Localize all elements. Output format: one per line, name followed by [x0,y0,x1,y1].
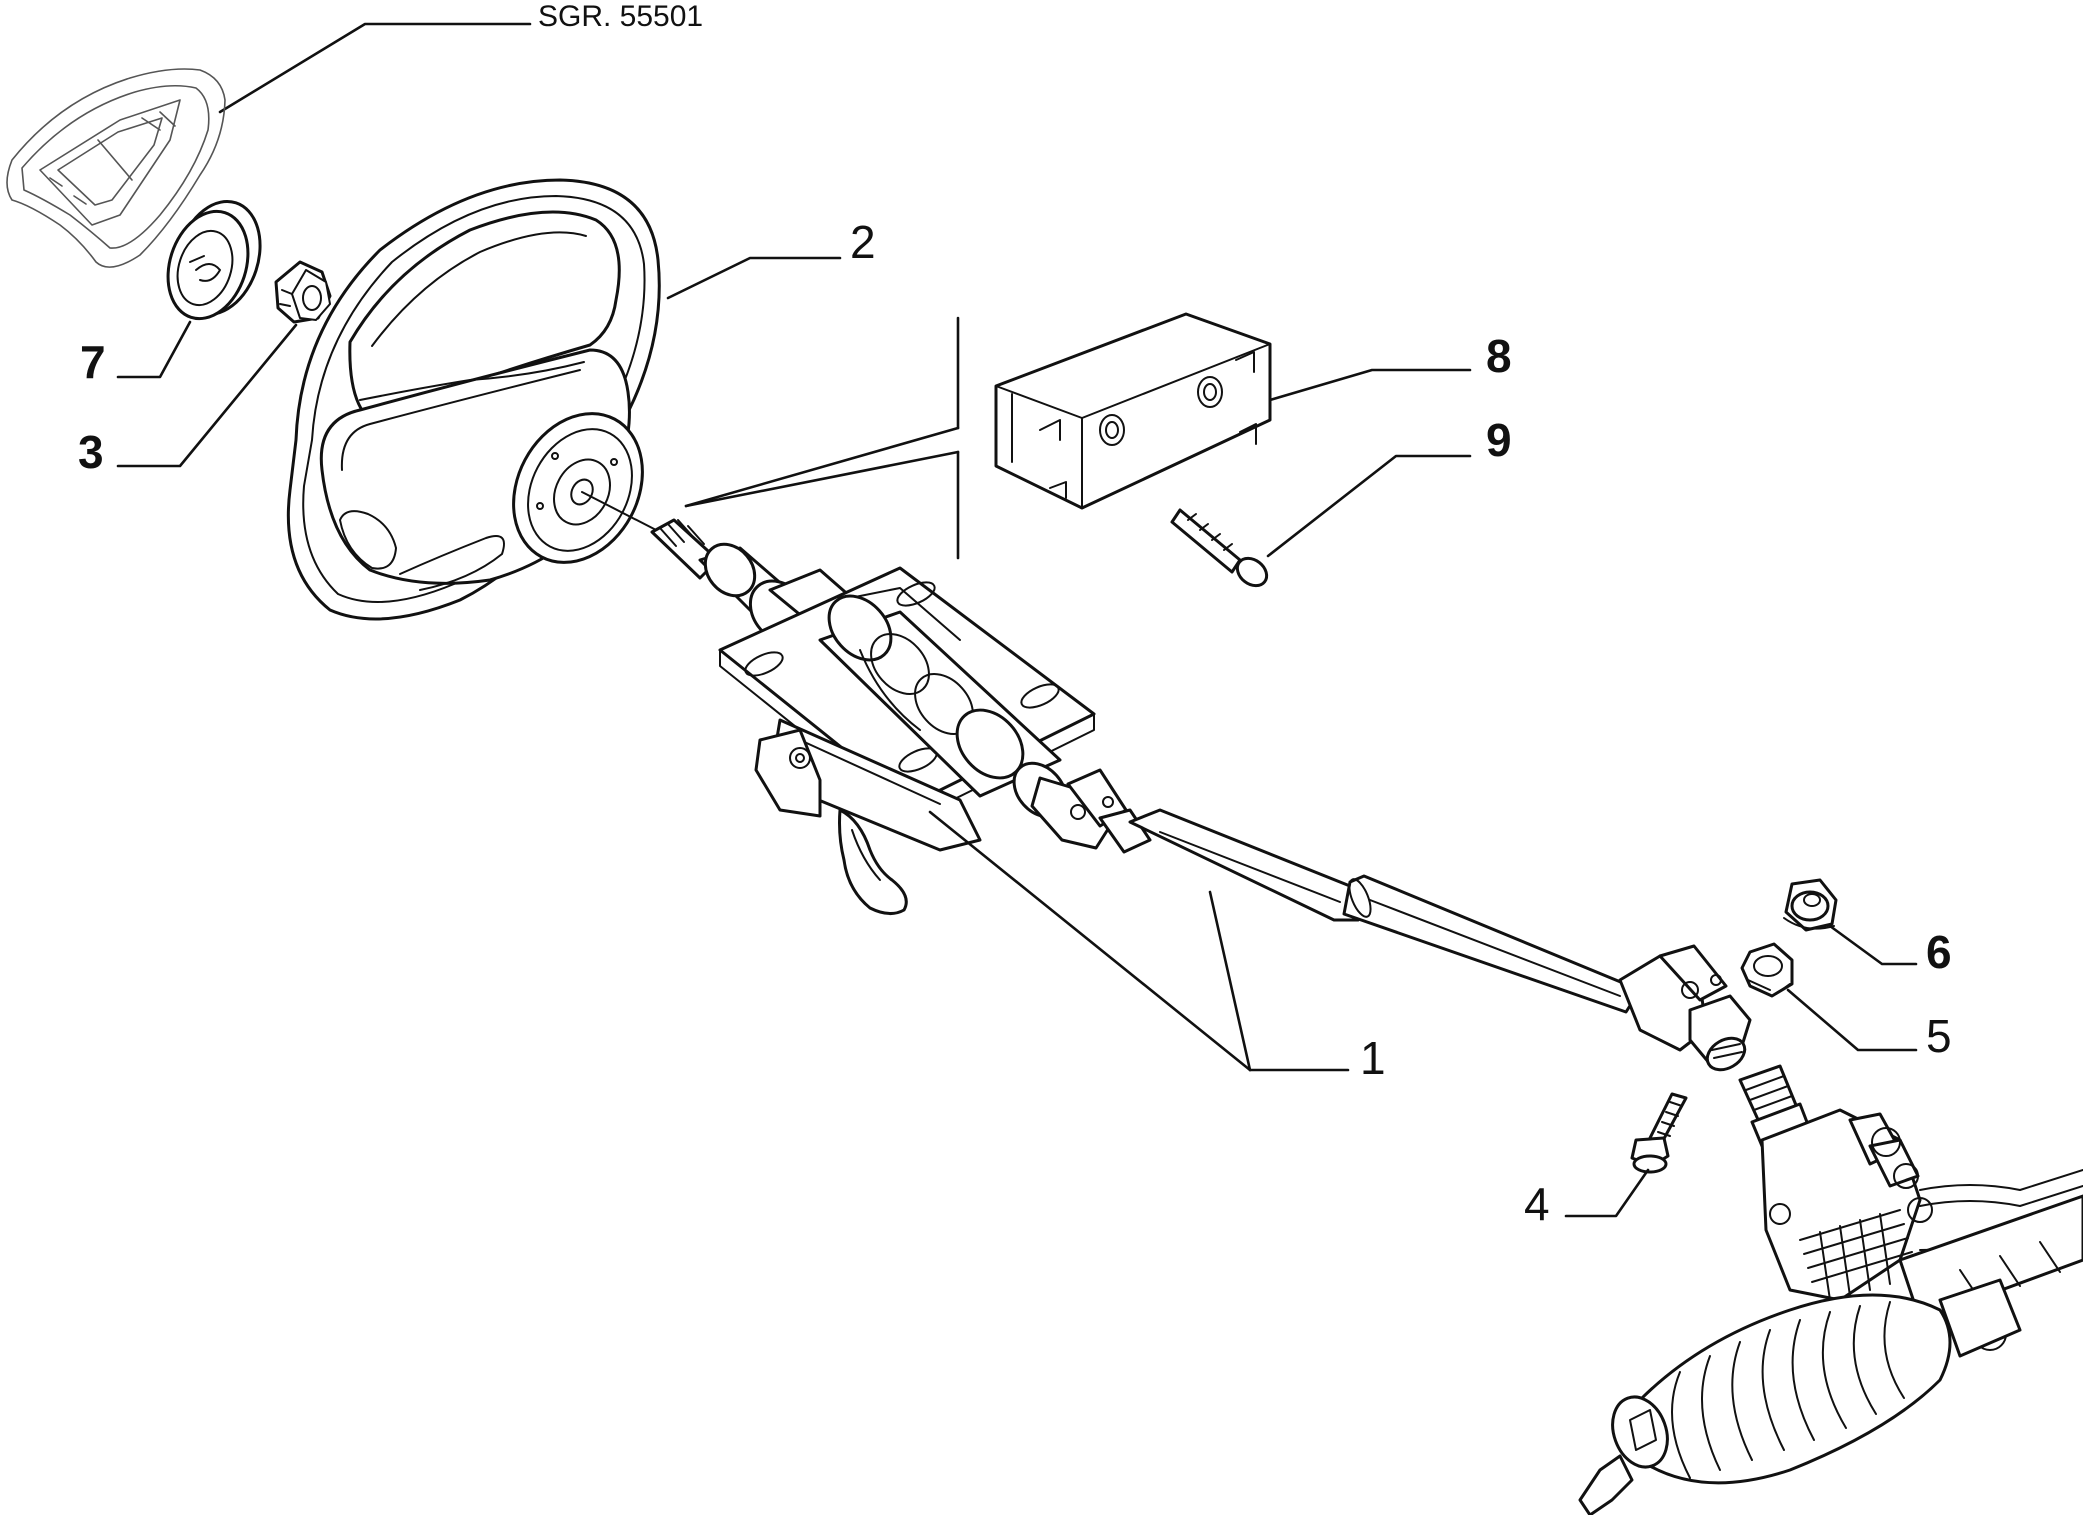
callout-4: 4 [1524,1178,1550,1230]
callout-5: 5 [1926,1010,1952,1062]
part-6-flange-nut [1783,878,1838,932]
callout-6: 6 [1926,926,1952,978]
callout-8: 8 [1486,330,1512,382]
callout-2: 2 [850,216,876,268]
reference-code: SGR. 55501 [538,0,703,33]
part-9-bolt [1170,508,1269,588]
part-1-steering-column [650,518,1752,1072]
reference-label: SGR. 55501 [218,0,703,114]
detail-pointer [684,316,960,560]
part-5-nut [1740,942,1794,998]
part-7-ring [166,199,262,321]
callout-9: 9 [1486,414,1512,466]
callout-7: 7 [80,336,106,388]
airbag-cover [6,68,226,268]
part-3-nut [274,260,332,324]
part-8-insert-block [994,312,1272,510]
part-4-bolt [1630,1092,1688,1174]
callout-3: 3 [78,426,104,478]
part-2-steering-wheel [286,178,661,621]
steering-rack [1578,1064,2083,1515]
callout-1: 1 [1360,1032,1386,1084]
